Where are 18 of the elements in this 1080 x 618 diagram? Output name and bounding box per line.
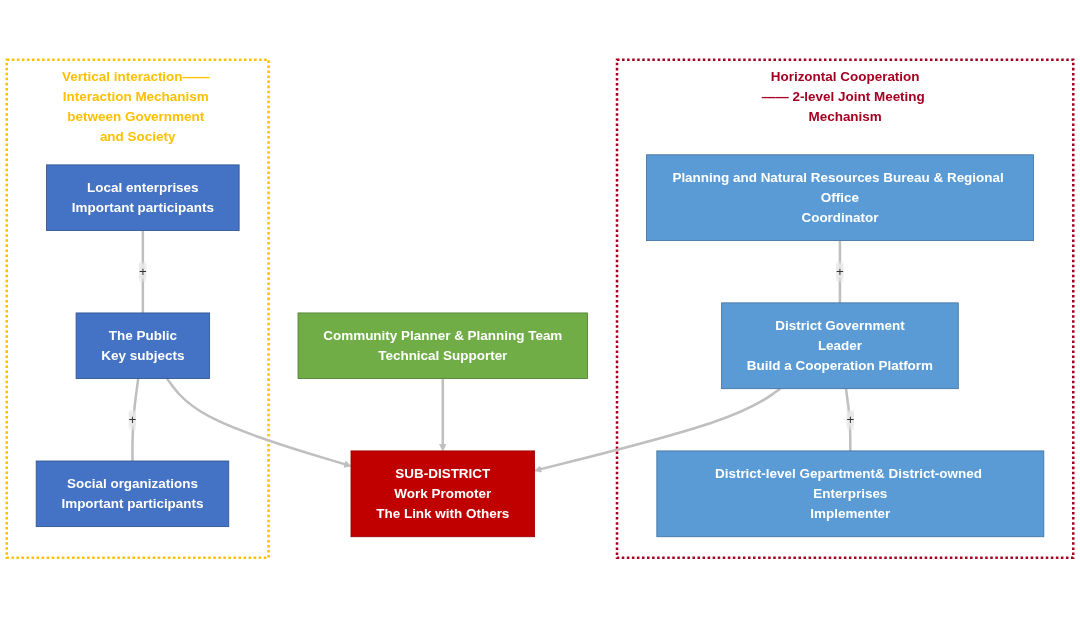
edge-label: + bbox=[138, 264, 147, 279]
node-box: Local enterprises Important participants bbox=[46, 164, 240, 232]
node-box: Social organizations Important participants bbox=[35, 460, 230, 528]
node-box: Community Planner & Planning Team Technical Supporter bbox=[297, 312, 588, 380]
node-box: District-level Gepartment& District-owned Enterprises Implementer bbox=[656, 450, 1045, 538]
arrow bbox=[534, 387, 781, 473]
edge-label: + bbox=[836, 264, 844, 279]
arrow bbox=[165, 378, 352, 468]
arrow bbox=[439, 378, 447, 452]
connector bbox=[141, 230, 145, 314]
connector bbox=[844, 388, 852, 452]
node-box: District Government Leader Build a Cooperation Platform bbox=[721, 302, 959, 390]
node-box: The Public Key subjects bbox=[75, 312, 211, 380]
edge-label: + bbox=[128, 412, 137, 427]
connector bbox=[131, 378, 140, 462]
node-box: SUB-DISTRICT Work Promoter The Link with Others bbox=[350, 450, 535, 538]
node-box: Planning and Natural Resources Bureau & Regional Office Coordinator bbox=[646, 154, 1034, 242]
edge-label: + bbox=[846, 412, 855, 427]
